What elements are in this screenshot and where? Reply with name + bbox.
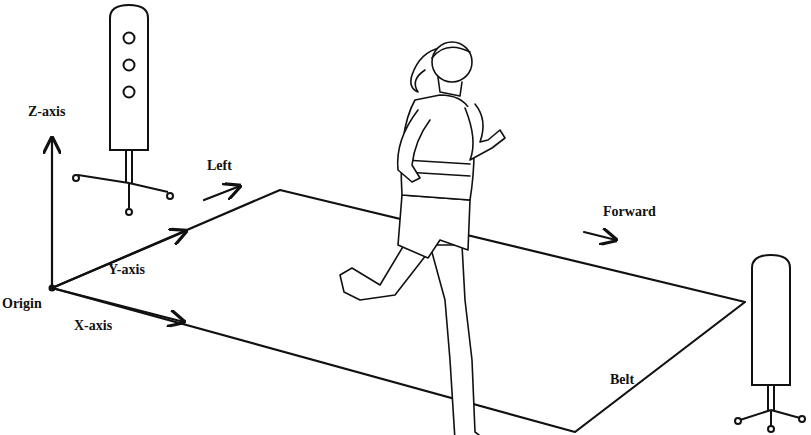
direction-label: Forward	[603, 204, 656, 219]
treadmill-belt	[52, 190, 745, 432]
origin-dot	[49, 285, 56, 292]
direction-label: Left	[207, 158, 232, 173]
z-axis-arrow	[51, 138, 53, 288]
left-arrow	[204, 186, 240, 200]
axis-label: X-axis	[74, 318, 112, 333]
runner-figure	[340, 42, 505, 435]
axis-label: Y-axis	[108, 262, 145, 277]
part-label: Belt	[610, 372, 634, 387]
origin-label: Origin	[2, 296, 42, 311]
camera-tower	[73, 5, 173, 215]
y-axis-arrow	[52, 231, 186, 288]
camera-tower	[735, 255, 805, 432]
forward-arrow	[584, 232, 616, 240]
x-axis-arrow	[52, 288, 184, 322]
axis-label: Z-axis	[28, 104, 65, 119]
